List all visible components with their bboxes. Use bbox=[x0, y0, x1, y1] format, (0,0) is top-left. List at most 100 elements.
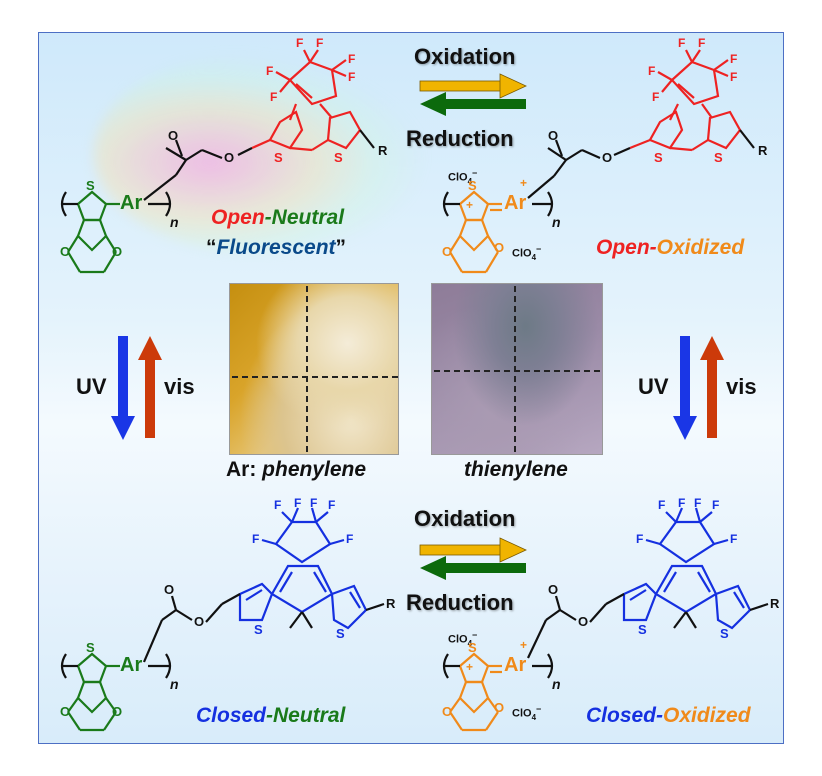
perchlorate: ClO4− bbox=[448, 630, 478, 648]
atom-o: O bbox=[224, 150, 235, 165]
atom-f: F bbox=[348, 70, 356, 84]
atom-f: F bbox=[296, 36, 304, 50]
atom-f: F bbox=[270, 90, 278, 104]
atom-o: O bbox=[548, 128, 559, 143]
atom-f: F bbox=[266, 64, 274, 78]
fluorescent-label: “Fluorescent” bbox=[206, 236, 347, 259]
atom-o: O bbox=[442, 704, 453, 719]
figure-frame bbox=[38, 32, 784, 744]
right-vis-arrow bbox=[700, 336, 724, 438]
fluorescence-glow bbox=[94, 53, 424, 253]
closed-oxidized-molecule bbox=[442, 507, 769, 732]
atom-o: O bbox=[494, 240, 505, 255]
atom-s: S bbox=[86, 640, 95, 655]
atom-f: F bbox=[652, 90, 660, 104]
atom-f: F bbox=[678, 36, 686, 50]
atom-f: F bbox=[316, 36, 324, 50]
atom-f: F bbox=[252, 532, 260, 546]
subscript-n: n bbox=[552, 676, 561, 692]
subscript-n: n bbox=[170, 676, 179, 692]
atom-r: R bbox=[378, 143, 388, 158]
subscript-n: n bbox=[552, 214, 561, 230]
atom-s: S bbox=[86, 178, 95, 193]
atom-s: S bbox=[468, 640, 477, 655]
atom-r: R bbox=[386, 596, 396, 611]
atom-o: O bbox=[112, 244, 123, 259]
charge-plus: + bbox=[466, 198, 474, 212]
atom-f: F bbox=[310, 496, 318, 510]
left-vis-arrow bbox=[138, 336, 162, 438]
bottom-oxidation-label: Oxidation bbox=[414, 506, 516, 531]
right-uv-arrow bbox=[673, 336, 697, 440]
open-neutral-molecule bbox=[60, 49, 375, 274]
atom-s: S bbox=[468, 178, 477, 193]
atom-ar: Ar bbox=[120, 654, 143, 676]
perchlorate: ClO4− bbox=[512, 704, 542, 722]
left-vis-label: vis bbox=[164, 374, 195, 399]
atom-o: O bbox=[60, 704, 71, 719]
atom-o: O bbox=[60, 244, 71, 259]
closed-neutral-label: Closed-Neutral bbox=[196, 704, 346, 727]
atom-o: O bbox=[112, 704, 123, 719]
atom-f: F bbox=[694, 496, 702, 510]
closed-oxidized-label: Closed-Oxidized bbox=[586, 704, 751, 727]
atom-o: O bbox=[164, 582, 175, 597]
atom-f: F bbox=[730, 532, 738, 546]
top-reduction-arrow bbox=[420, 92, 526, 116]
open-oxidized-label: Open-Oxidized bbox=[596, 236, 745, 259]
atom-r: R bbox=[758, 143, 768, 158]
thienylene-film-photo bbox=[431, 283, 603, 455]
atom-f: F bbox=[678, 496, 686, 510]
atom-o: O bbox=[548, 582, 559, 597]
atom-s: S bbox=[654, 150, 663, 165]
left-uv-label: UV bbox=[76, 374, 107, 399]
atom-f: F bbox=[712, 498, 720, 512]
thienylene-label: thienylene bbox=[464, 458, 568, 481]
closed-neutral-molecule bbox=[60, 507, 385, 732]
atom-f: F bbox=[294, 496, 302, 510]
atom-s: S bbox=[638, 622, 647, 637]
atom-o: O bbox=[168, 128, 179, 143]
top-oxidation-arrow bbox=[419, 73, 527, 99]
charge-plus: + bbox=[520, 176, 528, 190]
right-vis-label: vis bbox=[726, 374, 757, 399]
atom-o: O bbox=[442, 244, 453, 259]
subscript-n: n bbox=[170, 214, 179, 230]
charge-plus: + bbox=[520, 638, 528, 652]
atom-o: O bbox=[602, 150, 613, 165]
atom-f: F bbox=[658, 498, 666, 512]
atom-ar: Ar bbox=[120, 192, 143, 214]
atom-s: S bbox=[254, 622, 263, 637]
atom-f: F bbox=[636, 532, 644, 546]
right-uv-label: UV bbox=[638, 374, 669, 399]
atom-o: O bbox=[194, 614, 205, 629]
open-oxidized-molecule bbox=[442, 49, 755, 274]
bottom-oxidation-arrow bbox=[419, 537, 527, 563]
atom-f: F bbox=[274, 498, 282, 512]
bottom-reduction-label: Reduction bbox=[406, 590, 514, 615]
perchlorate: ClO4− bbox=[512, 244, 542, 262]
atom-f: F bbox=[328, 498, 336, 512]
atom-o: O bbox=[578, 614, 589, 629]
open-neutral-label: Open-Neutral bbox=[211, 206, 345, 229]
atom-ar: Ar bbox=[504, 192, 527, 214]
top-reduction-label: Reduction bbox=[406, 126, 514, 151]
atom-s: S bbox=[334, 150, 343, 165]
atom-s: S bbox=[714, 150, 723, 165]
perchlorate: ClO4− bbox=[448, 168, 478, 186]
phenylene-film-photo bbox=[229, 283, 399, 455]
bottom-reduction-arrow bbox=[420, 556, 526, 580]
atom-s: S bbox=[720, 626, 729, 641]
atom-f: F bbox=[648, 64, 656, 78]
atom-f: F bbox=[348, 52, 356, 66]
top-oxidation-label: Oxidation bbox=[414, 44, 516, 69]
atom-s: S bbox=[336, 626, 345, 641]
atom-f: F bbox=[730, 70, 738, 84]
atom-r: R bbox=[770, 596, 780, 611]
atom-ar: Ar bbox=[504, 654, 527, 676]
phenylene-label: Ar: phenylene bbox=[226, 458, 367, 481]
atom-s: S bbox=[274, 150, 283, 165]
left-uv-arrow bbox=[111, 336, 135, 440]
charge-plus: + bbox=[466, 660, 474, 674]
